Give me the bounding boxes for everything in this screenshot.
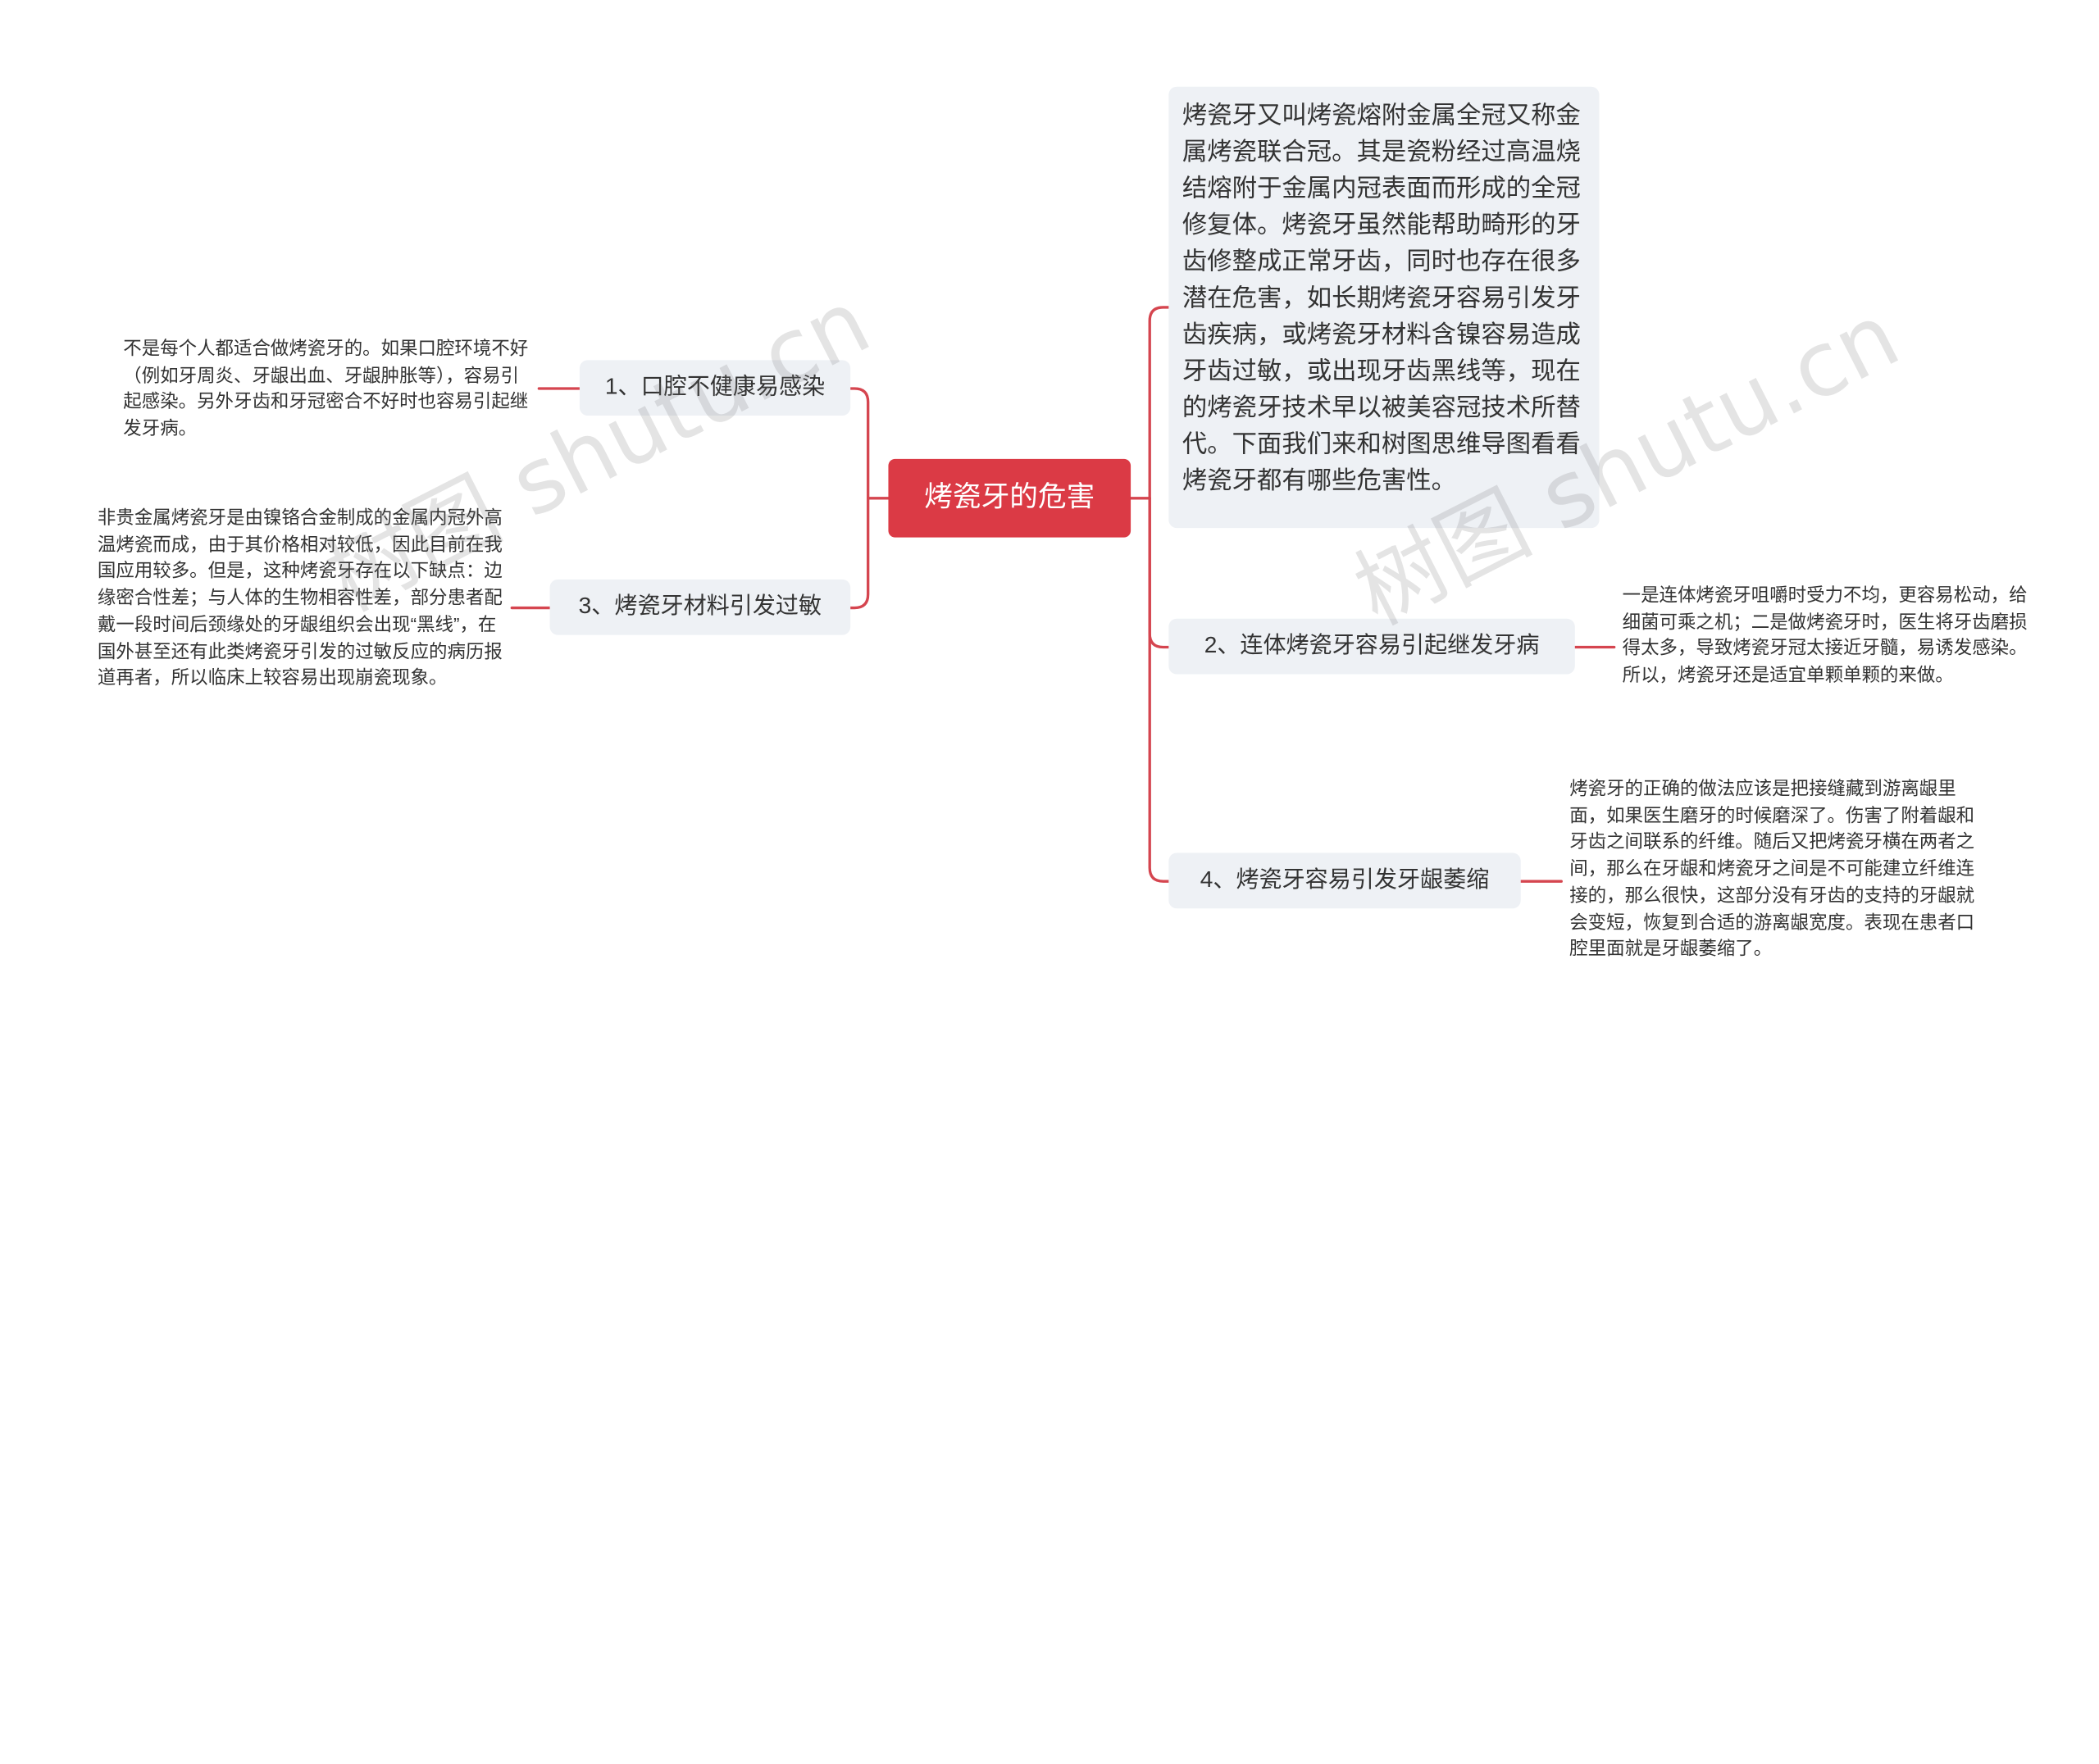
connector-right-b4: [1148, 497, 1170, 883]
intro-node[interactable]: 烤瓷牙又叫烤瓷熔附金属全冠又称金属烤瓷联合冠。其是瓷粉经过高温烧结熔附于金属内冠…: [1168, 86, 1600, 529]
leaf-node-2[interactable]: 一是连体烤瓷牙咀嚼时受力不均，更容易松动，给细菌可乘之机；二是做烤瓷牙时，医生将…: [1622, 584, 2028, 685]
connector-right-intro: [1148, 306, 1170, 500]
leaf-node-1[interactable]: 不是每个人都适合做烤瓷牙的。如果口腔环境不好（例如牙周炎、牙龈出血、牙龈肿胀等）…: [123, 338, 529, 439]
branch-node-2[interactable]: 2、连体烤瓷牙容易引起继发牙病: [1168, 618, 1575, 675]
branch-node-4[interactable]: 4、烤瓷牙容易引发牙龈萎缩: [1168, 852, 1521, 909]
connector-lines: [510, 306, 1616, 883]
leaf-node-4[interactable]: 烤瓷牙的正确的做法应该是把接缝藏到游离龈里面，如果医生磨牙的时候磨深了。伤害了附…: [1569, 778, 1975, 959]
root-node[interactable]: 烤瓷牙的危害: [888, 458, 1131, 538]
branch-node-1[interactable]: 1、口腔不健康易感染: [579, 360, 851, 416]
branch-node-3[interactable]: 3、烤瓷牙材料引发过敏: [549, 579, 851, 635]
connector-left-lower: [849, 497, 870, 610]
connector-right-b2: [1148, 497, 1170, 649]
leaf-node-3[interactable]: 非贵金属烤瓷牙是由镍铬合金制成的金属内冠外高温烤瓷而成，由于其价格相对较低，因此…: [97, 507, 503, 689]
connector-left-upper: [849, 387, 870, 500]
